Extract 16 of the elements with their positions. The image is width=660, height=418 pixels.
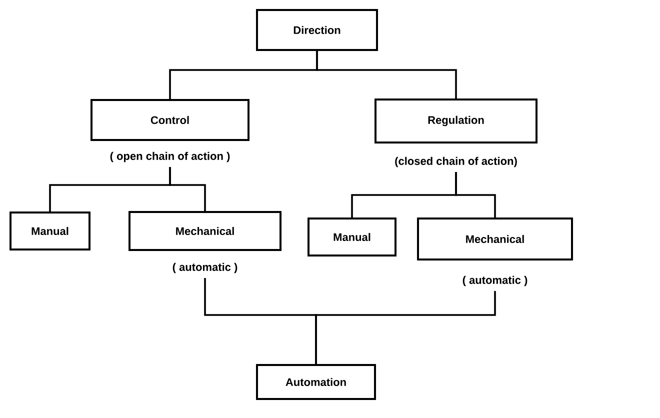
box-caption: ( open chain of action ) <box>110 152 230 162</box>
connector-line <box>315 291 496 364</box>
box: Manual <box>308 218 396 256</box>
box: Direction <box>256 9 378 51</box>
box: Automation <box>256 364 376 400</box>
box-caption: (closed chain of action) <box>395 156 517 168</box>
box: Regulation <box>374 98 538 144</box>
box: Mechanical <box>417 218 573 260</box>
connector-line <box>455 172 496 218</box>
connector-line <box>316 50 457 98</box>
box-caption: ( automatic ) <box>172 262 238 274</box>
box-caption: ( automatic ) <box>462 276 528 286</box>
box: Control <box>90 99 250 141</box>
connector-line <box>169 167 206 211</box>
box: Mechanical <box>128 211 282 251</box>
box: Manual <box>10 212 90 250</box>
